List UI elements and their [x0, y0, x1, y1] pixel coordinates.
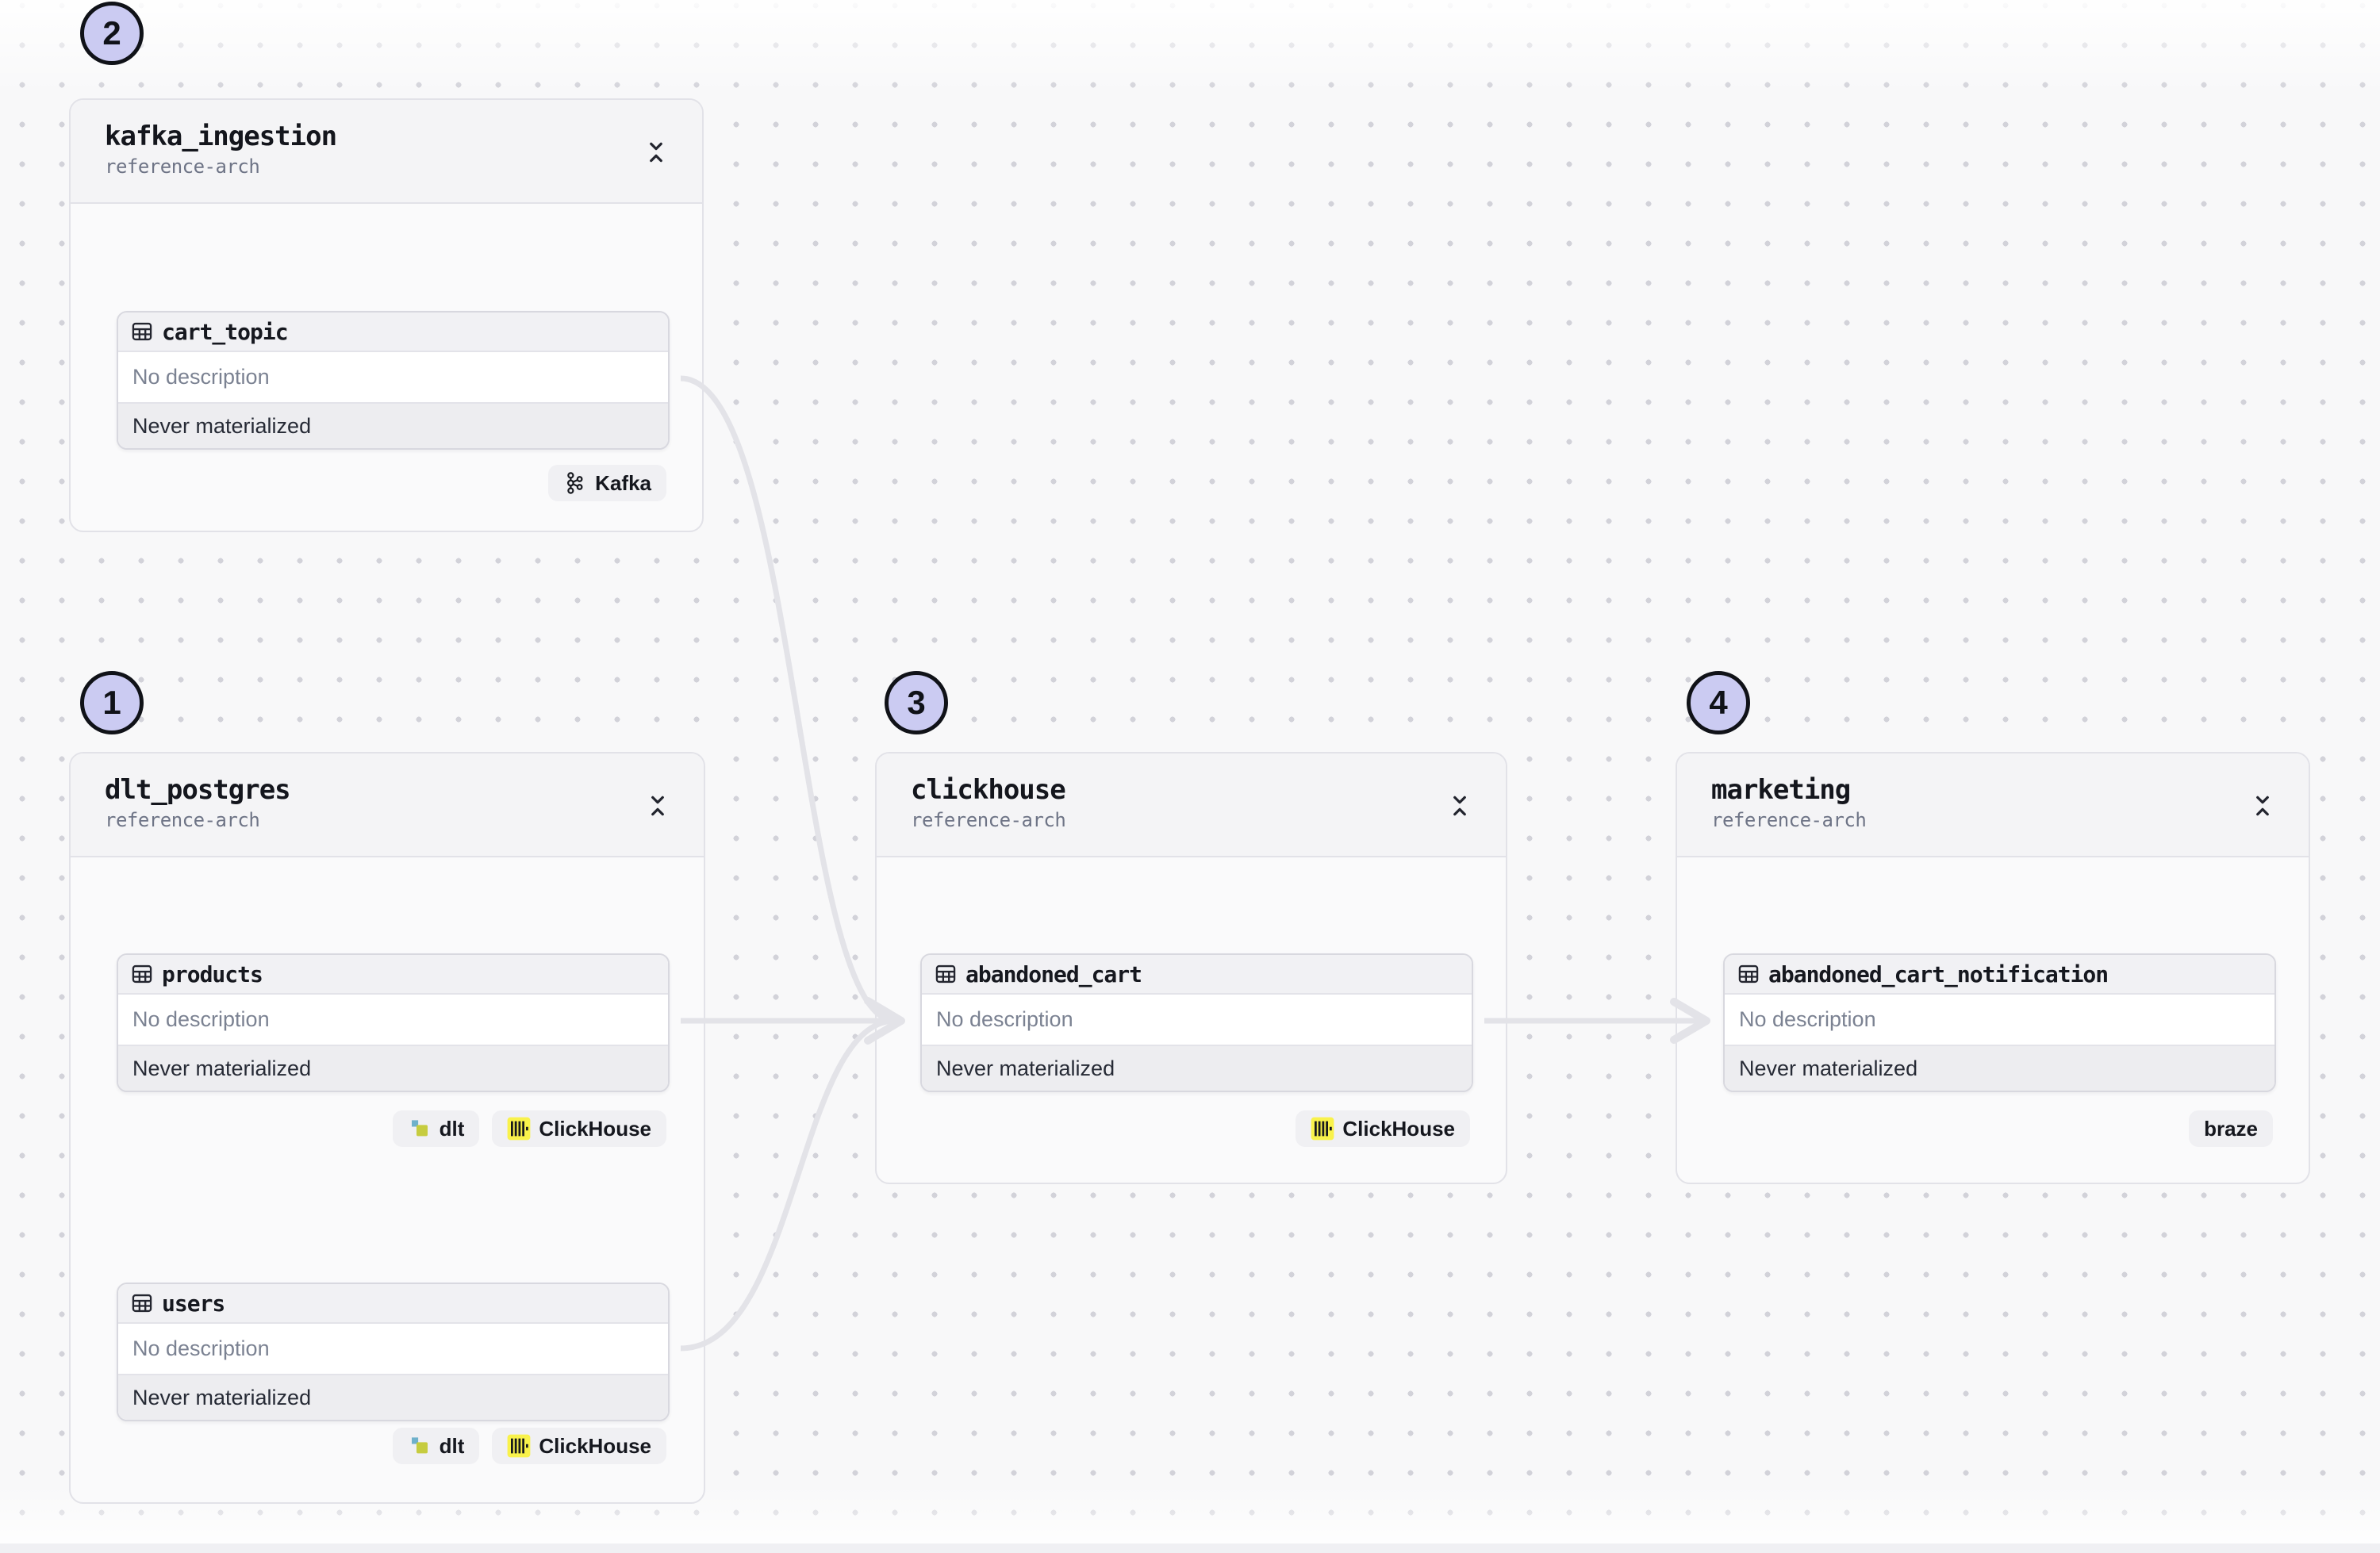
- asset-status: Never materialized: [118, 1045, 668, 1091]
- asset-kind-badges: braze: [2189, 1110, 2273, 1147]
- step-marker-label: 2: [102, 14, 121, 52]
- asset-status: Never materialized: [118, 402, 668, 448]
- group-title: clickhouse: [911, 774, 1066, 806]
- group-header[interactable]: clickhouse reference-arch: [877, 753, 1506, 857]
- asset-abandoned-cart-notification[interactable]: abandoned_cart_notification No descripti…: [1723, 953, 2276, 1092]
- collapse-vertical-icon: [646, 794, 670, 818]
- asset-kind-badges: ClickHouse: [1296, 1110, 1470, 1147]
- clickhouse-icon: [1311, 1117, 1334, 1141]
- edge-cart-topic-to-abandoned-cart: [680, 375, 896, 1024]
- kind-badge-dlt[interactable]: dlt: [392, 1428, 480, 1464]
- asset-products[interactable]: products No description Never materializ…: [117, 953, 670, 1092]
- collapse-group-button[interactable]: [2245, 787, 2280, 825]
- collapse-vertical-icon: [644, 140, 668, 164]
- kind-badge-dlt[interactable]: dlt: [392, 1110, 480, 1147]
- kafka-icon: [563, 471, 587, 495]
- group-titles: kafka_ingestion reference-arch: [105, 119, 337, 179]
- step-marker-1: 1: [80, 671, 144, 734]
- asset-name: users: [162, 1290, 225, 1317]
- step-marker-label: 3: [907, 684, 926, 721]
- group-titles: marketing reference-arch: [1711, 773, 1867, 833]
- group-subtitle: reference-arch: [105, 155, 260, 178]
- collapse-group-button[interactable]: [1442, 787, 1477, 825]
- collapse-vertical-icon: [1448, 794, 1472, 818]
- kind-badge-label: braze: [2204, 1116, 2258, 1141]
- asset-abandoned-cart[interactable]: abandoned_cart No description Never mate…: [920, 953, 1473, 1092]
- asset-header: cart_topic: [118, 313, 668, 352]
- step-marker-3: 3: [885, 671, 948, 734]
- asset-header: users: [118, 1284, 668, 1324]
- table-icon: [131, 320, 153, 343]
- asset-description: No description: [118, 352, 668, 402]
- group-header[interactable]: dlt_postgres reference-arch: [71, 753, 704, 857]
- asset-name: abandoned_cart_notification: [1768, 961, 2109, 987]
- asset-description: No description: [118, 995, 668, 1045]
- clickhouse-icon: [507, 1434, 531, 1458]
- kind-badge-clickhouse[interactable]: ClickHouse: [492, 1110, 666, 1147]
- kind-badge-kafka[interactable]: Kafka: [548, 465, 666, 501]
- group-titles: dlt_postgres reference-arch: [105, 773, 291, 833]
- kind-badge-clickhouse[interactable]: ClickHouse: [1296, 1110, 1470, 1147]
- group-header[interactable]: marketing reference-arch: [1677, 753, 2309, 857]
- asset-description: No description: [1725, 995, 2274, 1045]
- asset-users[interactable]: users No description Never materialized: [117, 1283, 670, 1421]
- table-icon: [935, 963, 957, 985]
- kind-badge-label: ClickHouse: [539, 1116, 651, 1141]
- collapse-group-button[interactable]: [640, 787, 675, 825]
- kind-badge-label: ClickHouse: [539, 1433, 651, 1458]
- asset-kind-badges: Kafka: [548, 465, 666, 501]
- collapse-group-button[interactable]: [639, 133, 674, 171]
- collapse-vertical-icon: [2251, 794, 2274, 818]
- asset-status: Never materialized: [1725, 1045, 2274, 1091]
- dlt-icon: [408, 1434, 432, 1458]
- step-marker-4: 4: [1687, 671, 1750, 734]
- dlt-icon: [408, 1117, 432, 1141]
- asset-status: Never materialized: [922, 1045, 1472, 1091]
- asset-header: abandoned_cart_notification: [1725, 955, 2274, 995]
- group-dlt-postgres: dlt_postgres reference-arch: [69, 752, 705, 1504]
- asset-kind-badges: dlt ClickHouse: [392, 1428, 666, 1464]
- clickhouse-icon: [507, 1117, 531, 1141]
- table-icon: [131, 963, 153, 985]
- kind-badge-label: ClickHouse: [1342, 1116, 1455, 1141]
- group-kafka-ingestion: kafka_ingestion reference-arch: [69, 98, 704, 532]
- group-clickhouse: clickhouse reference-arch: [875, 752, 1507, 1184]
- group-subtitle: reference-arch: [105, 809, 260, 831]
- asset-kind-badges: dlt ClickHouse: [392, 1110, 666, 1147]
- asset-description: No description: [118, 1324, 668, 1374]
- kind-badge-label: Kafka: [595, 470, 651, 495]
- kind-badge-braze[interactable]: braze: [2189, 1110, 2273, 1147]
- kind-badge-label: dlt: [439, 1433, 465, 1458]
- table-icon: [131, 1292, 153, 1314]
- group-title: marketing: [1711, 774, 1851, 806]
- asset-cart-topic[interactable]: cart_topic No description Never material…: [117, 311, 670, 450]
- table-icon: [1737, 963, 1760, 985]
- step-marker-2: 2: [80, 2, 144, 65]
- group-subtitle: reference-arch: [911, 809, 1066, 831]
- group-header[interactable]: kafka_ingestion reference-arch: [71, 100, 702, 204]
- edge-users-to-abandoned-cart: [680, 1018, 896, 1352]
- asset-header: abandoned_cart: [922, 955, 1472, 995]
- group-title: dlt_postgres: [105, 774, 291, 806]
- asset-name: cart_topic: [162, 318, 289, 345]
- group-subtitle: reference-arch: [1711, 809, 1867, 831]
- asset-name: abandoned_cart: [965, 961, 1142, 987]
- canvas-top-fade: [0, 0, 2380, 95]
- asset-status: Never materialized: [118, 1374, 668, 1420]
- kind-badge-label: dlt: [439, 1116, 465, 1141]
- asset-description: No description: [922, 995, 1472, 1045]
- kind-badge-clickhouse[interactable]: ClickHouse: [492, 1428, 666, 1464]
- asset-header: products: [118, 955, 668, 995]
- canvas-bottom-strip: [0, 1543, 2380, 1553]
- group-marketing: marketing reference-arch: [1676, 752, 2310, 1184]
- step-marker-label: 1: [102, 684, 121, 721]
- asset-name: products: [162, 961, 263, 987]
- group-titles: clickhouse reference-arch: [911, 773, 1066, 833]
- step-marker-label: 4: [1709, 684, 1728, 721]
- group-title: kafka_ingestion: [105, 121, 337, 152]
